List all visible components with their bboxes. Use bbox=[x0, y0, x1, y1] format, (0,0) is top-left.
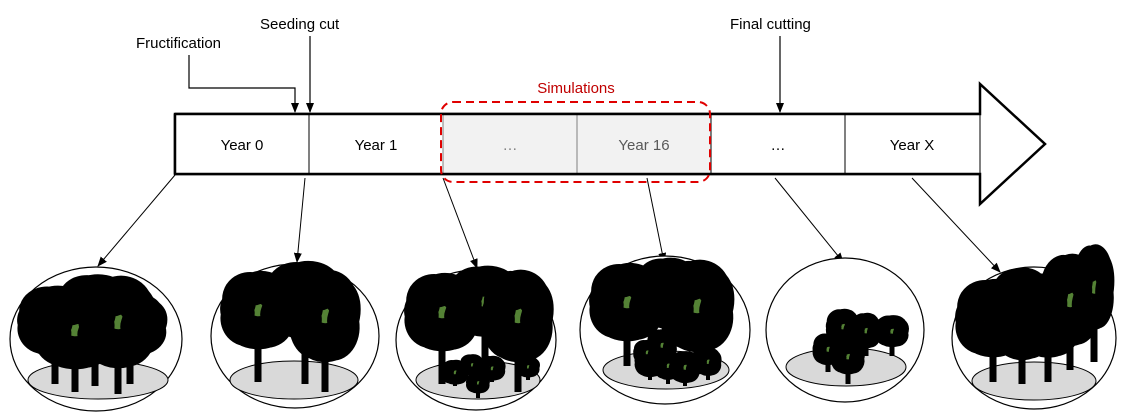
tree-icon bbox=[1053, 273, 1088, 370]
connector-arrow bbox=[774, 177, 844, 263]
tree-icon bbox=[639, 345, 654, 368]
tree-icon bbox=[421, 289, 463, 384]
tree-icon bbox=[641, 352, 658, 380]
timeline-cell-label: Year 1 bbox=[355, 137, 398, 154]
fructification-arrow bbox=[188, 55, 299, 113]
tree-icon bbox=[838, 346, 857, 384]
tree-icon bbox=[606, 279, 648, 366]
timeline-cell-ellipsis-faded bbox=[442, 113, 578, 175]
tree-icon bbox=[700, 353, 715, 380]
tree-icon bbox=[52, 307, 98, 392]
connector-arrows bbox=[97, 174, 1001, 273]
tree-icon bbox=[972, 295, 1014, 382]
timeline-cell-label: Year X bbox=[890, 137, 934, 154]
timeline-cells: Year 0 Year 1 … Year 16 … Year X bbox=[173, 112, 981, 176]
tree-icon bbox=[96, 295, 140, 394]
tree-icon bbox=[1003, 287, 1041, 384]
timeline-cell-year-0 bbox=[174, 113, 310, 175]
tree-icon bbox=[676, 358, 693, 386]
tree-icon bbox=[484, 361, 499, 382]
final-cutting-label: Final cutting bbox=[730, 16, 811, 33]
simulations-group: Simulations bbox=[440, 80, 711, 183]
tree-icon bbox=[521, 361, 534, 380]
connector-arrow bbox=[293, 177, 306, 263]
connector-arrow bbox=[97, 174, 176, 267]
tree-icon bbox=[305, 289, 345, 392]
tree-icon bbox=[237, 287, 279, 382]
connector-arrow bbox=[911, 177, 1001, 273]
tree-icon bbox=[464, 281, 506, 384]
simulations-dashed-box bbox=[440, 101, 711, 183]
simulations-label: Simulations bbox=[537, 80, 615, 97]
top-annotations: Fructification Seeding cut Final cutting bbox=[136, 16, 811, 113]
fructification-label: Fructification bbox=[136, 35, 221, 52]
tree-icon bbox=[819, 340, 836, 372]
tree-icon bbox=[882, 322, 901, 356]
tree-icon bbox=[471, 377, 484, 398]
timeline-cell-year-x bbox=[844, 113, 981, 175]
tree-icon bbox=[1082, 262, 1105, 362]
timeline-cell-year-16 bbox=[576, 113, 712, 175]
tree-icon bbox=[1029, 290, 1067, 382]
timeline-cell-label: … bbox=[503, 137, 518, 154]
seeding-cut-label: Seeding cut bbox=[260, 16, 340, 33]
tree-icon bbox=[676, 279, 718, 374]
connector-arrow bbox=[442, 177, 478, 269]
timeline-cell-label: … bbox=[771, 137, 786, 154]
timeline-cell-label: Year 0 bbox=[221, 137, 264, 154]
tree-icon bbox=[660, 357, 675, 384]
trees-layer bbox=[34, 262, 1106, 398]
tree-icon bbox=[447, 365, 462, 386]
connector-arrow bbox=[646, 177, 667, 263]
tree-icon bbox=[857, 320, 874, 356]
timeline-cell-label: Year 16 bbox=[618, 137, 669, 154]
